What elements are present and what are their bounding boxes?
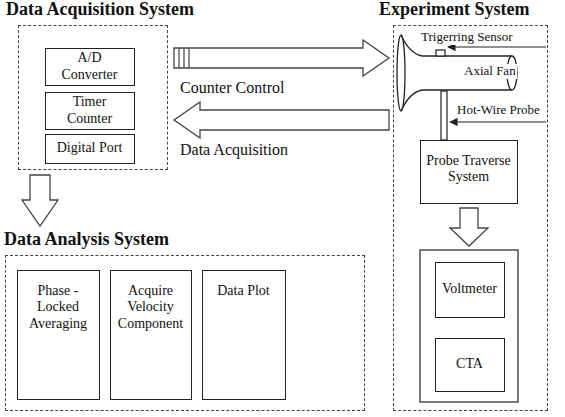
arrow-tail-stripe <box>188 48 189 68</box>
hot-wire-probe <box>441 91 447 140</box>
component-box: Acquire Velocity Component <box>110 270 192 400</box>
box-label: Voltmeter <box>442 281 497 298</box>
component-box: Digital Port <box>45 134 135 164</box>
box-label: Probe Traverse System <box>425 153 513 187</box>
trigger-sensor <box>436 50 445 56</box>
arrow-label: Data Acquisition <box>180 141 288 159</box>
component-box: Timer Counter <box>45 92 135 130</box>
part-label: Hot-Wire Probe <box>456 103 541 118</box>
box-label: CTA <box>456 356 483 373</box>
instrument-box <box>420 250 518 402</box>
arrow-tail-stripe <box>183 48 184 68</box>
panel-heading: Data Analysis System <box>4 229 169 250</box>
block-arrow <box>22 175 58 226</box>
component-box: Voltmeter <box>435 262 505 318</box>
box-label: Data Plot <box>217 283 270 300</box>
component-box: Phase - Locked Averaging <box>17 270 100 400</box>
arrow-tail-stripe <box>178 48 179 68</box>
component-box: Probe Traverse System <box>420 140 518 204</box>
box-label: A/D Converter <box>50 50 130 84</box>
part-label: Axial Fan <box>463 64 517 79</box>
panel-heading: Experiment System <box>379 0 529 20</box>
box-label: Acquire Velocity Component <box>115 283 187 333</box>
box-label: Digital Port <box>57 140 123 157</box>
system-panel: Experiment SystemProbe Traverse SystemVo… <box>393 25 548 411</box>
leader-line <box>450 121 546 122</box>
box-label: Timer Counter <box>50 94 130 128</box>
component-box: CTA <box>435 338 505 392</box>
system-panel: Data Analysis SystemPhase - Locked Avera… <box>5 255 365 411</box>
block-arrow <box>174 40 389 76</box>
arrow-label: Counter Control <box>180 79 284 97</box>
component-box: A/D Converter <box>45 48 135 86</box>
leader-line <box>448 46 546 47</box>
block-arrow <box>174 102 389 138</box>
component-box: Data Plot <box>202 270 286 400</box>
box-label: Phase - Locked Averaging <box>22 283 95 333</box>
block-arrow <box>450 208 488 246</box>
panel-heading: Data Acquisition System <box>6 0 194 20</box>
part-label: Trigerring Sensor <box>420 30 514 45</box>
system-panel: Data Acquisition SystemA/D ConverterTime… <box>18 25 168 170</box>
